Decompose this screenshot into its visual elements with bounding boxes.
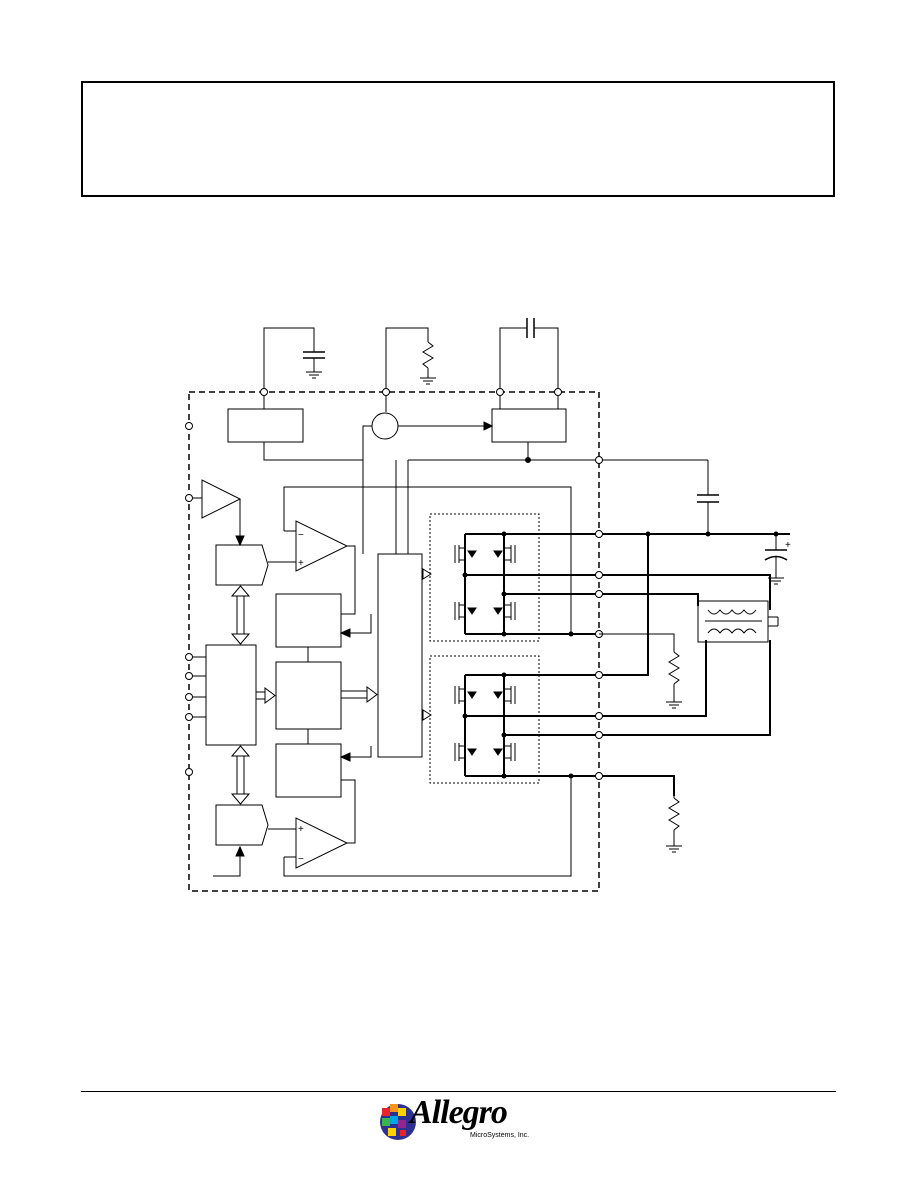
ic-boundary bbox=[188, 391, 600, 892]
pin bbox=[185, 422, 193, 430]
pwm-timer-lower bbox=[275, 743, 342, 798]
motor-supply-plus: + bbox=[785, 540, 791, 551]
sense-resistor-b bbox=[666, 796, 682, 853]
logo-tagline: MicroSystems, Inc. bbox=[470, 1132, 530, 1139]
bus-arrow-upper bbox=[230, 585, 251, 645]
pin bbox=[595, 590, 603, 598]
input-logic-block bbox=[205, 644, 257, 746]
current-reference-block bbox=[371, 412, 399, 440]
control-logic-block bbox=[275, 661, 342, 730]
comparator-lower bbox=[295, 817, 349, 869]
header-box bbox=[81, 81, 835, 197]
dac-block-upper bbox=[215, 544, 269, 586]
pin bbox=[554, 388, 562, 396]
pin bbox=[595, 456, 603, 464]
oscillator-block bbox=[227, 408, 304, 443]
charge-pump-block bbox=[491, 408, 567, 443]
mosfet-b2 bbox=[493, 686, 516, 704]
reference-buffer bbox=[201, 479, 242, 519]
pin bbox=[185, 713, 193, 721]
comparator-upper-minus: − bbox=[298, 530, 304, 541]
pin bbox=[595, 671, 603, 679]
reference-resistor-network bbox=[385, 327, 436, 392]
comparator-lower-plus: + bbox=[298, 824, 304, 835]
timing-capacitor-network bbox=[263, 327, 325, 392]
logo-color-mark bbox=[380, 1104, 416, 1140]
logo-wordmark: Allegro bbox=[410, 1094, 508, 1131]
comparator-upper bbox=[295, 520, 349, 572]
mosfet-a3 bbox=[454, 602, 477, 620]
mosfet-a4 bbox=[493, 602, 516, 620]
mosfet-a2 bbox=[493, 545, 516, 563]
gate-driver-block bbox=[377, 553, 423, 758]
pin bbox=[185, 672, 193, 680]
pin bbox=[595, 571, 603, 579]
bus-arrow-lower bbox=[230, 745, 251, 805]
pin bbox=[382, 388, 390, 396]
stepper-motor bbox=[697, 600, 779, 643]
h-bridge-a bbox=[429, 513, 540, 642]
pin bbox=[595, 712, 603, 720]
comparator-upper-plus: + bbox=[298, 558, 304, 569]
bulk-capacitor bbox=[764, 534, 788, 585]
mosfet-b1 bbox=[454, 686, 477, 704]
mosfet-b4 bbox=[493, 743, 516, 761]
pin bbox=[595, 731, 603, 739]
footer-rule bbox=[81, 1091, 836, 1092]
dac-block-lower bbox=[215, 804, 269, 846]
pin bbox=[595, 530, 603, 538]
comparator-lower-minus: − bbox=[298, 854, 304, 865]
charge-pump-capacitor-network bbox=[499, 318, 559, 392]
mosfet-b3 bbox=[454, 743, 477, 761]
control-arrow bbox=[341, 686, 378, 703]
mosfet-a1 bbox=[454, 545, 477, 563]
h-bridge-b bbox=[429, 655, 540, 784]
pin bbox=[496, 388, 504, 396]
pin bbox=[185, 494, 193, 502]
allegro-logo: Allegro MicroSystems, Inc. bbox=[376, 1094, 546, 1144]
pin bbox=[185, 768, 193, 776]
pin bbox=[260, 388, 268, 396]
logic-arrow bbox=[256, 687, 276, 704]
pwm-timer-upper bbox=[275, 593, 342, 648]
pin bbox=[185, 653, 193, 661]
pin bbox=[185, 693, 193, 701]
pin bbox=[595, 772, 603, 780]
sense-resistor-a bbox=[599, 633, 682, 709]
